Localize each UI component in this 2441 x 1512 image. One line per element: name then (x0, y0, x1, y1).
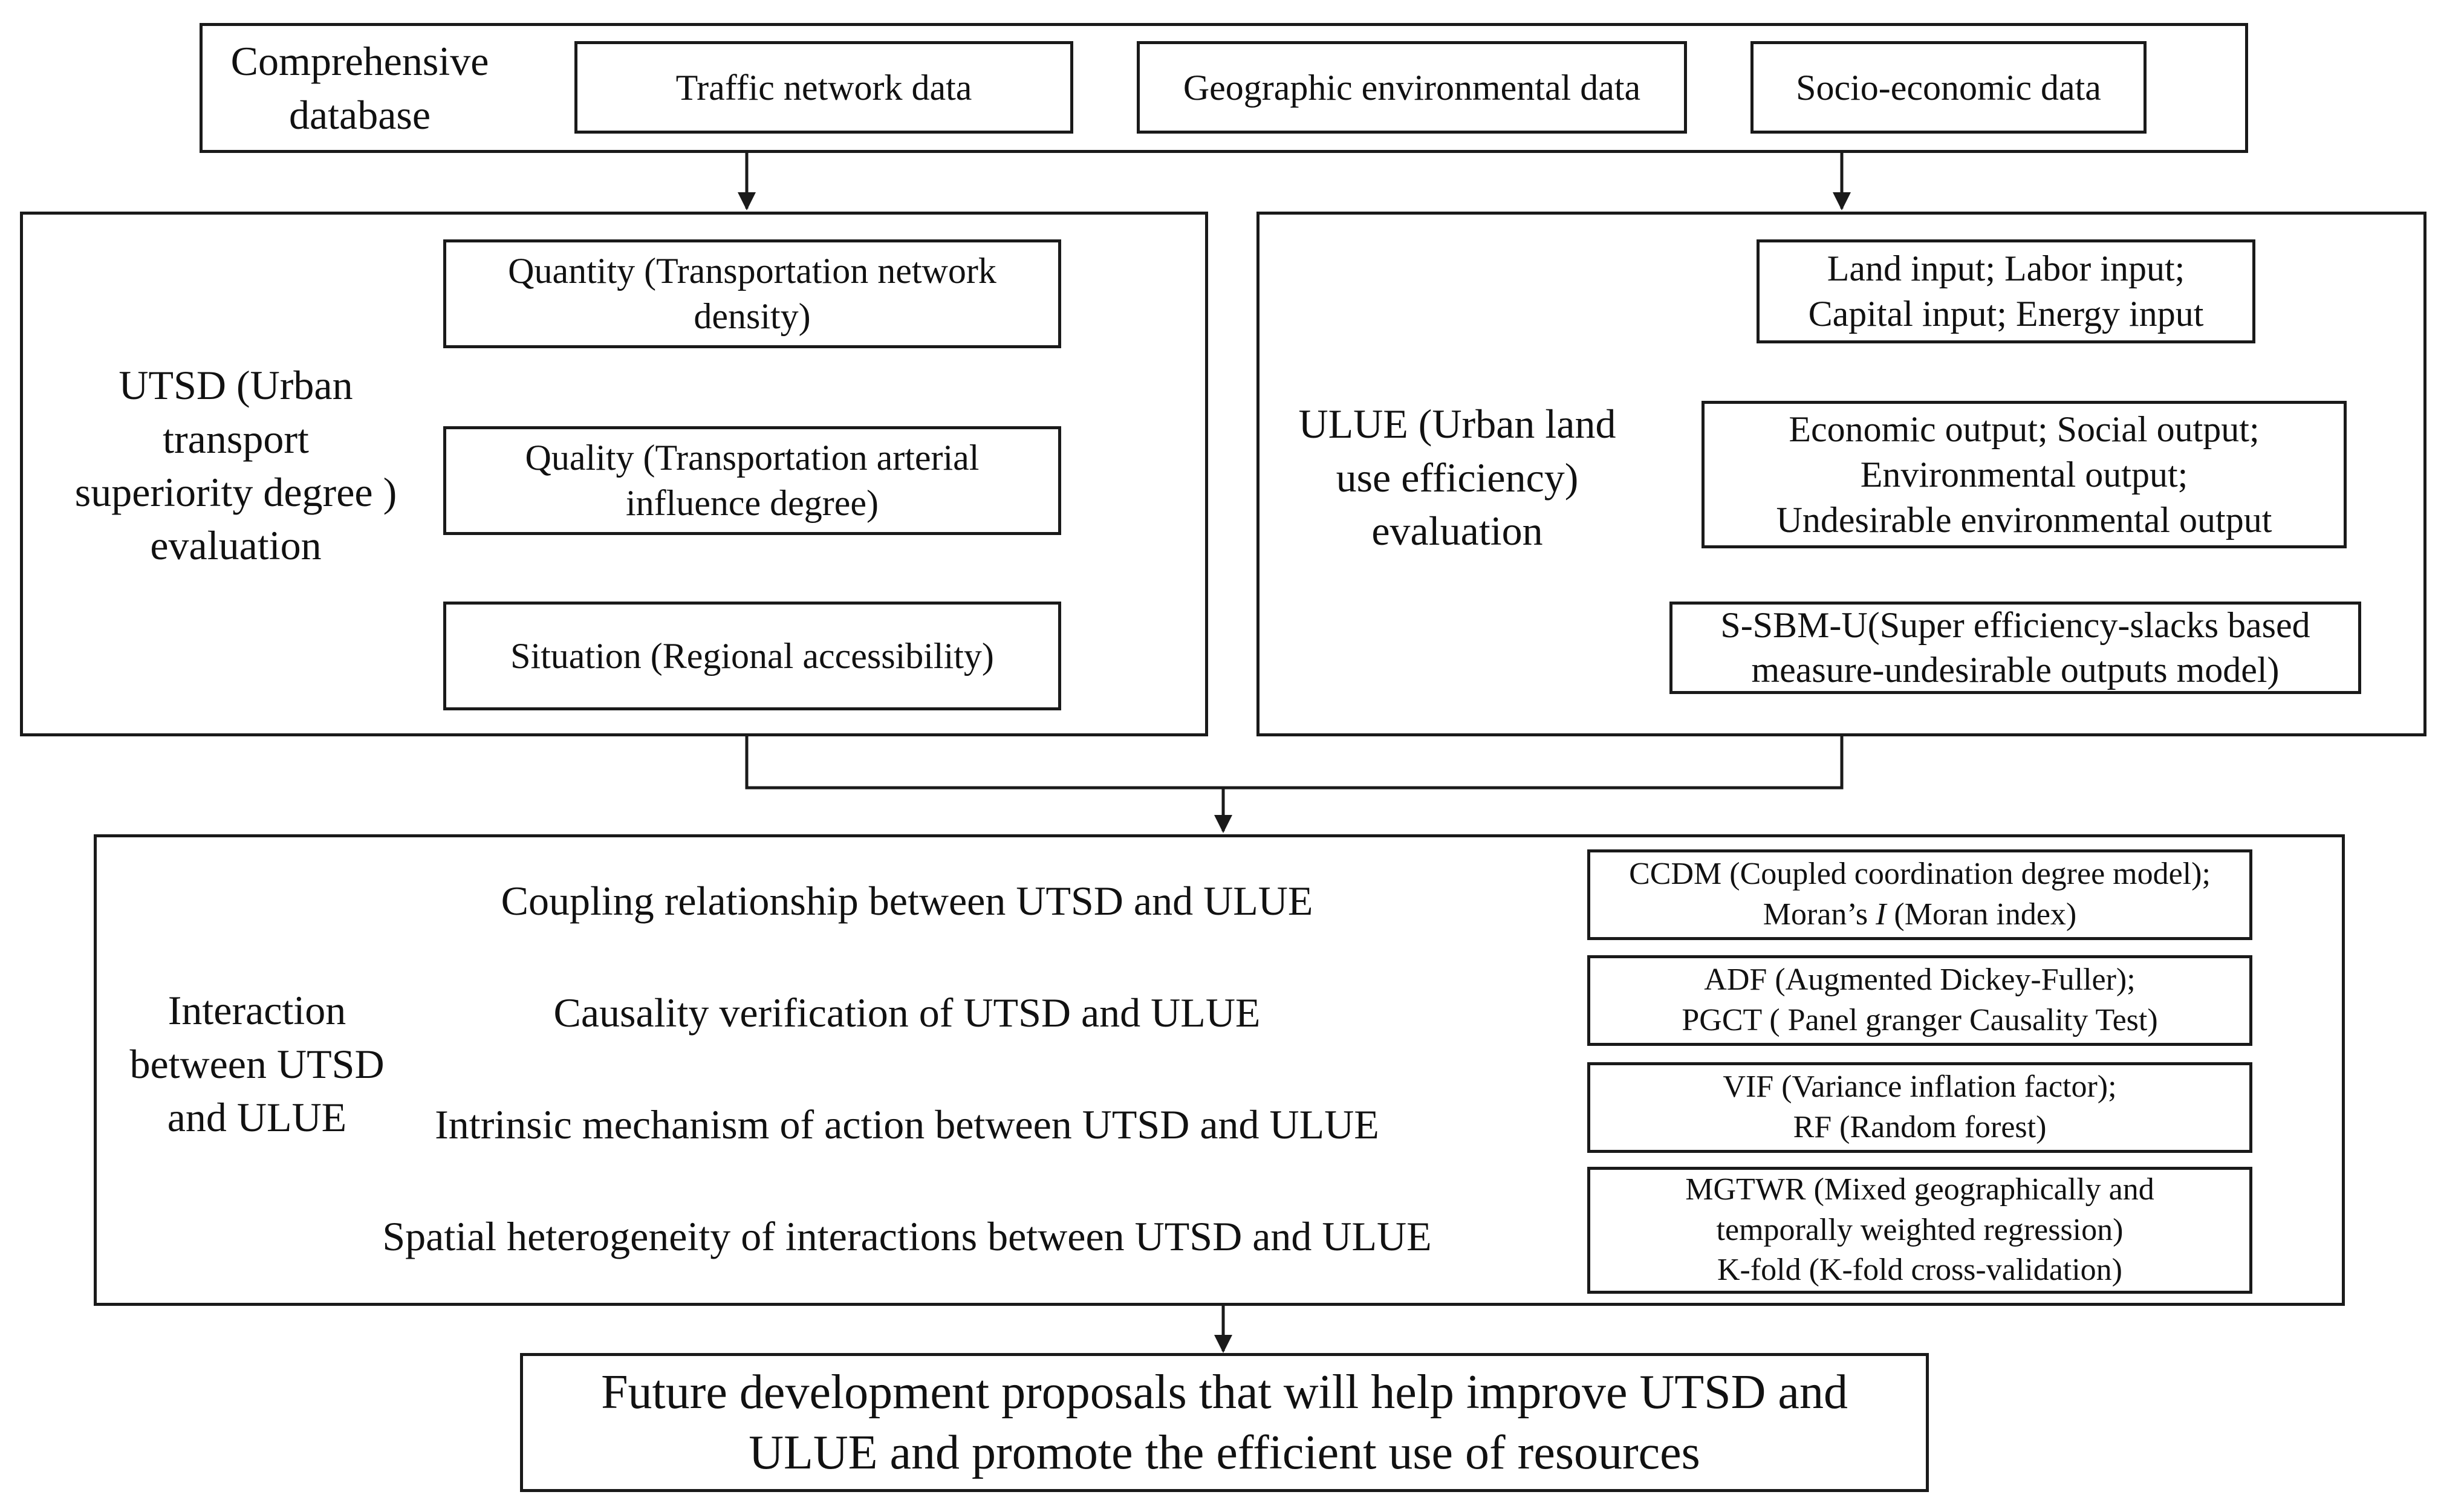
ulue-outputs-box: Economic output; Social output; Environm… (1702, 401, 2347, 548)
merge-line (745, 736, 1844, 790)
database-label: Comprehensive database (230, 38, 489, 138)
method-mgtwr-kfold-box: MGTWR (Mixed geographically and temporal… (1587, 1167, 2252, 1294)
quantity-box: Quantity (Transportation network density… (443, 239, 1061, 348)
situation-box: Situation (Regional accessibility) (443, 602, 1061, 710)
future-proposals-box: Future development proposals that will h… (520, 1353, 1929, 1492)
method-adf-pgct-box: ADF (Augmented Dickey-Fuller); PGCT ( Pa… (1587, 955, 2252, 1046)
socio-economic-data-box: Socio-economic data (1750, 41, 2147, 134)
ulue-label: ULUE (Urban land use efficiency) evaluat… (1298, 401, 1616, 554)
traffic-network-data-box: Traffic network data (574, 41, 1073, 134)
topic-intrinsic-mechanism: Intrinsic mechanism of action between UT… (435, 1101, 1379, 1147)
method-vif-rf-box: VIF (Variance inflation factor); RF (Ran… (1587, 1062, 2252, 1153)
utsd-label: UTSD (Urban transport superiority degree… (74, 362, 397, 569)
interaction-label: Interaction between UTSD and ULUE (129, 987, 385, 1141)
quality-box: Quality (Transportation arterial influen… (443, 426, 1061, 535)
topic-spatial-heterogeneity: Spatial heterogeneity of interactions be… (382, 1213, 1432, 1259)
geographic-environmental-data-box: Geographic environmental data (1137, 41, 1687, 134)
ulue-inputs-box: Land input; Labor input; Capital input; … (1757, 239, 2255, 343)
topic-causality-verification: Causality verification of UTSD and ULUE (553, 989, 1261, 1036)
topic-coupling-relationship: Coupling relationship between UTSD and U… (501, 877, 1313, 924)
method-ccdm-moran-box: CCDM (Coupled coordination degree model)… (1587, 849, 2252, 940)
s-sbm-u-model-box: S-SBM-U(Super efficiency-slacks based me… (1669, 602, 2361, 694)
